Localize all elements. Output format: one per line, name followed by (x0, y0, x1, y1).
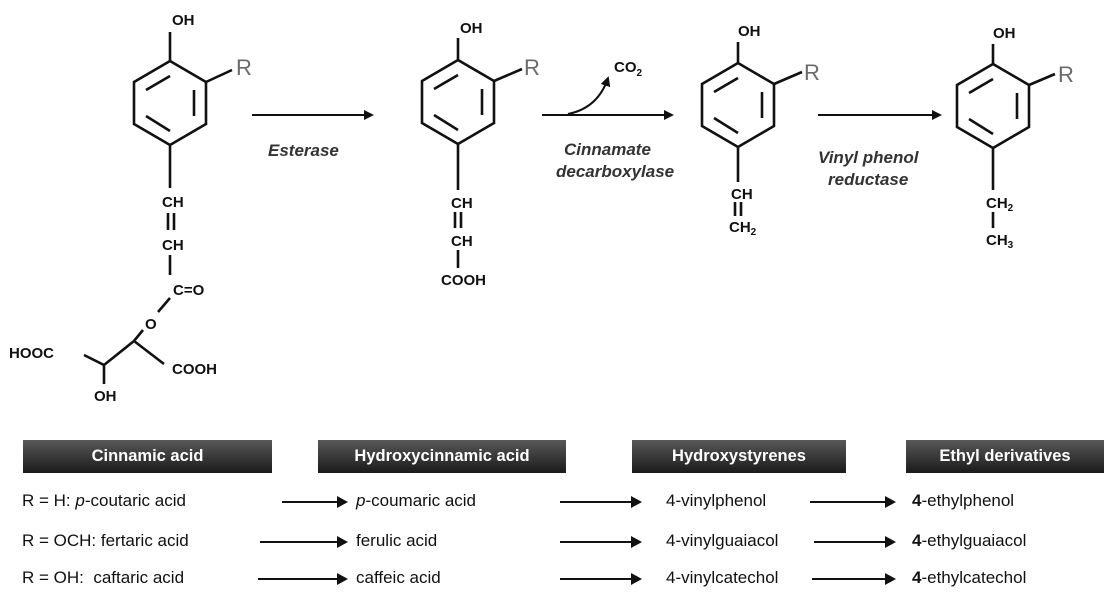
cinnamic-o-label: O (145, 316, 157, 333)
structure-hydroxycinnamic-acid (420, 38, 523, 268)
decarboxylase-label-line2: decarboxylase (556, 162, 674, 181)
row-3-cinnamic: R = OH: caftaric acid (22, 568, 185, 587)
row-2-arrow-1 (260, 536, 348, 548)
cinnamic-ch2-label: CH (162, 237, 184, 254)
row-2-arrow-3 (814, 536, 896, 548)
hc-cooh-label: COOH (441, 272, 486, 289)
co2-label: CO2 (614, 59, 643, 79)
row-3-arrow-1 (258, 573, 348, 585)
header-ethyl-derivatives: Ethyl derivatives (906, 440, 1104, 473)
header-cinnamic-acid: Cinnamic acid (23, 440, 272, 473)
row-1-ethyl: 4-ethylphenol (912, 491, 1015, 510)
decarboxylase-label-line1: Cinnamate (564, 140, 651, 159)
reductase-label-line1: Vinyl phenol (818, 148, 920, 167)
structure-ethyl-derivative (955, 44, 1056, 228)
row-1-arrow-3 (810, 496, 896, 508)
row-3-arrow-2 (560, 573, 642, 585)
row-1-arrow-2 (560, 496, 642, 508)
row-2-ethyl: 4-ethylguaiacol (912, 531, 1027, 550)
cinnamic-cooh-label: COOH (172, 361, 217, 378)
ethyl-r-label: R (1058, 62, 1074, 87)
cinnamic-oh-label: OH (172, 12, 195, 29)
row-2-cinnamic: R = OCH: fertaric acid (22, 531, 189, 550)
ethyl-oh-label: OH (993, 25, 1016, 42)
row-3-ethyl: 4-ethylcatechol (912, 568, 1027, 587)
ethyl-ch2-label: CH2 (986, 195, 1014, 214)
structure-cinnamic-acid (83, 32, 233, 384)
cinnamic-ch1-label: CH (162, 194, 184, 211)
row-1-hydroxycinnamic: p-coumaric acid (356, 491, 477, 510)
hc-oh-label: OH (460, 20, 483, 37)
cinnamic-oh2-label: OH (94, 388, 117, 405)
row-1-cinnamic: R = H: p-coutaric acid (22, 491, 186, 510)
esterase-label: Esterase (268, 141, 339, 160)
row-1-arrow-1 (282, 496, 348, 508)
hc-r-label: R (524, 55, 540, 80)
structure-hydroxystyrene (700, 42, 803, 216)
cinnamic-hooc-label: HOOC (9, 345, 54, 362)
hs-ch2-label: CH2 (729, 219, 757, 238)
reductase-label-line2: reductase (828, 170, 908, 189)
row-3-arrow-3 (812, 573, 896, 585)
hc-ch1-label: CH (451, 195, 473, 212)
header-hydroxycinnamic-acid: Hydroxycinnamic acid (318, 440, 566, 473)
hs-oh-label: OH (738, 23, 761, 40)
cinnamic-co-label: C=O (173, 282, 205, 299)
row-3-hydroxycinnamic: caffeic acid (356, 568, 441, 587)
ethyl-ch3-label: CH3 (986, 232, 1014, 251)
row-2-hydroxystyrene: 4-vinylguaiacol (666, 531, 779, 550)
row-1-hydroxystyrene: 4-vinylphenol (666, 491, 767, 510)
cinnamic-r-label: R (236, 55, 252, 80)
header-hydroxystyrenes: Hydroxystyrenes (632, 440, 846, 473)
hc-ch2-label: CH (451, 233, 473, 250)
reaction-scheme: OH R CH CH C=O O HOOC COOH OH Esterase O… (9, 12, 1074, 405)
row-2-arrow-2 (560, 536, 642, 548)
hs-ch-label: CH (731, 186, 753, 203)
row-3-hydroxystyrene: 4-vinylcatechol (666, 568, 779, 587)
co2-release-arrow (567, 76, 611, 115)
hs-r-label: R (804, 60, 820, 85)
row-2-hydroxycinnamic: ferulic acid (356, 531, 438, 550)
